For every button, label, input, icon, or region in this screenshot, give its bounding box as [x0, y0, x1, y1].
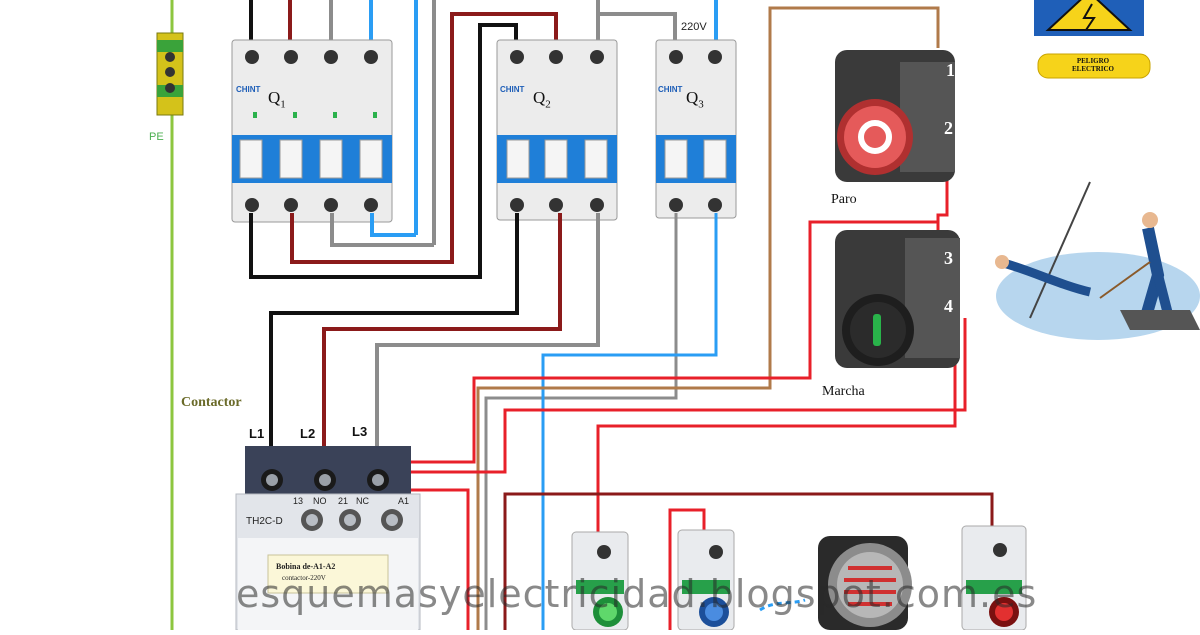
electrocution-illustration: [995, 181, 1200, 340]
no-label: NO: [313, 496, 327, 506]
l2-label: L2: [300, 426, 316, 441]
marcha-terminal-3: 3: [944, 248, 953, 268]
pilot-lamp-red: [961, 525, 1027, 631]
q1-label: Q1: [268, 88, 286, 111]
danger-sign: [1034, 0, 1151, 79]
stop-button: [835, 50, 955, 182]
paro-label: Paro: [831, 192, 857, 207]
model-label: TH2C-D: [246, 516, 283, 527]
bobina-sub-label: contactor-220V: [282, 574, 326, 582]
breaker-q3: CHINT: [655, 39, 737, 219]
breaker-q2: CHINT: [496, 39, 618, 221]
q3-label: Q3: [686, 88, 704, 111]
contactor-label: Contactor: [181, 395, 242, 410]
paro-terminal-1: 1: [946, 60, 955, 80]
q2-label: Q2: [533, 88, 551, 111]
pilot-lamp-green: [571, 531, 629, 631]
start-button: [835, 230, 960, 368]
t13-label: 13: [293, 496, 304, 506]
q2-output-wires: [269, 213, 600, 448]
supply-wires: [249, 0, 718, 270]
pe-terminal: [156, 32, 184, 116]
bobina-label: Bobina de-A1-A2: [276, 562, 336, 571]
siren: [818, 536, 912, 630]
t21-label: 21: [338, 496, 349, 506]
watermark: esquemasyelectricidad.blogspot.com.es: [236, 572, 1038, 616]
marcha-label: Marcha: [822, 384, 865, 399]
l1-label: L1: [249, 426, 265, 441]
contactor: [235, 446, 421, 631]
svg-text:CHINT: CHINT: [236, 85, 261, 94]
breaker-q1: CHINT: [231, 39, 393, 223]
nc-label: NC: [356, 496, 369, 506]
svg-text:CHINT: CHINT: [500, 85, 525, 94]
svg-text:CHINT: CHINT: [658, 85, 683, 94]
q1-output-wires: [249, 213, 482, 279]
pe-label: PE: [149, 131, 164, 143]
paro-terminal-2: 2: [944, 118, 953, 138]
a1-label: A1: [398, 496, 410, 506]
pilot-lamp-blue: [677, 529, 735, 631]
l3-label: L3: [352, 424, 368, 439]
marcha-terminal-4: 4: [944, 296, 953, 316]
signal-arrow: [759, 598, 806, 612]
voltage-label: 220V: [681, 21, 707, 33]
